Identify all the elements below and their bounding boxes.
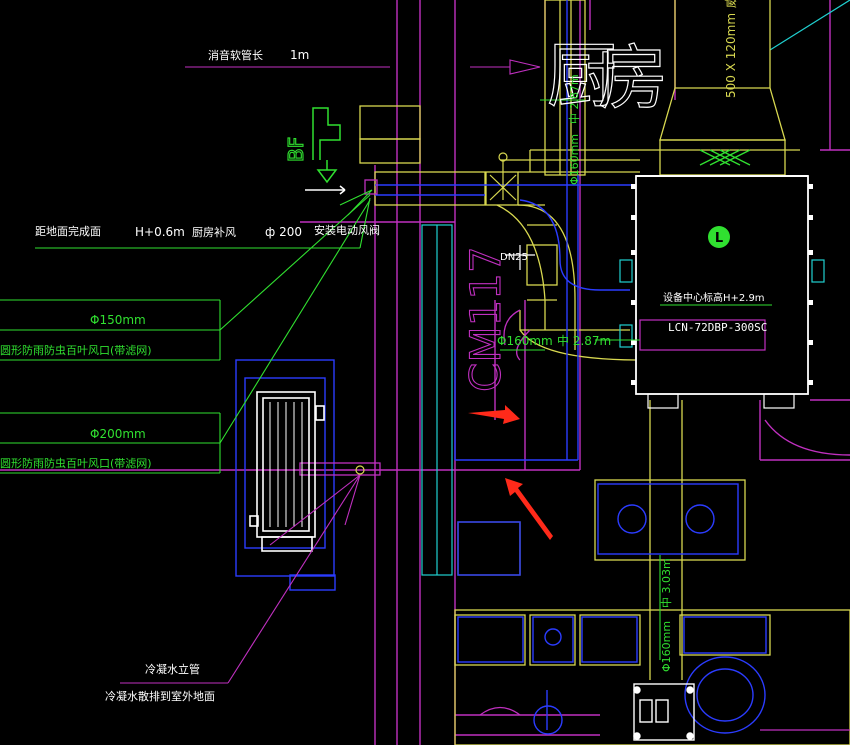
silencer-hose-label: 消音软管长 xyxy=(208,48,263,62)
cyan-lines xyxy=(421,0,850,576)
phi160-vertical-bottom: Φ160mm xyxy=(660,621,673,672)
condensate-leader xyxy=(120,59,541,684)
unit-model-label: LCN-72DBP-300SC xyxy=(668,321,767,334)
unit-height-label: 设备中心标高H+2.9m xyxy=(663,291,765,304)
magenta-elbows xyxy=(299,179,850,731)
kitchen-supply-label: 厨房补风 xyxy=(192,226,236,239)
duct-size-label: 500 X 120mm xyxy=(724,13,738,98)
condensate-riser-label: 冷凝水立管 xyxy=(145,662,200,676)
phi160-vertical-top: Φ160mm xyxy=(568,134,581,185)
height-label: H+0.6m xyxy=(135,225,185,239)
drain-box xyxy=(633,683,695,741)
kitchen-char-1: 厨 xyxy=(547,35,617,117)
red-arrow-right xyxy=(468,405,520,424)
duct-network xyxy=(359,0,850,745)
floor-finish-label: 距地面完成面 xyxy=(35,224,101,238)
bf-label: BF xyxy=(284,137,308,162)
kitchen-char-2: 房 xyxy=(598,37,668,119)
slope-horizontal: 中 2.87m xyxy=(557,333,611,348)
phi150-label: Φ150mm xyxy=(90,313,146,327)
damper-label: 安装电动风阀 xyxy=(314,223,380,237)
dn25-label: DN25 xyxy=(500,252,528,263)
corner-mark: 威 xyxy=(724,0,738,8)
slope-vertical-bottom: 中 3.03m xyxy=(660,558,673,608)
phi160-horizontal: Φ160mm xyxy=(497,334,553,348)
slope-vertical-top: 中 2.87m xyxy=(568,74,581,124)
valves xyxy=(355,152,535,475)
condensate-drain-label: 冷凝水散排到室外地面 xyxy=(105,689,215,703)
leader-lines xyxy=(0,99,772,660)
cm-label: CM117 xyxy=(461,246,510,392)
louver-label-1: 圆形防雨防虫百叶风口(带滤网) xyxy=(0,343,152,357)
red-arrows xyxy=(468,405,553,540)
red-arrow-up xyxy=(505,478,553,540)
dia-200-label: ф 200 xyxy=(265,225,302,239)
kitchen-label: 厨 房 xyxy=(546,34,668,119)
louver-label-2: 圆形防雨防虫百叶风口(带滤网) xyxy=(0,456,152,470)
fresh-air-unit: L xyxy=(631,175,813,409)
unit-symbol: L xyxy=(715,231,723,246)
exhaust-hood xyxy=(659,0,786,176)
blue-pipes xyxy=(235,0,767,735)
bf-symbol xyxy=(305,107,346,195)
silencer-length-label: 1m xyxy=(290,48,309,62)
phi200-label: Φ200mm xyxy=(90,427,146,441)
cassette-unit xyxy=(249,391,325,552)
